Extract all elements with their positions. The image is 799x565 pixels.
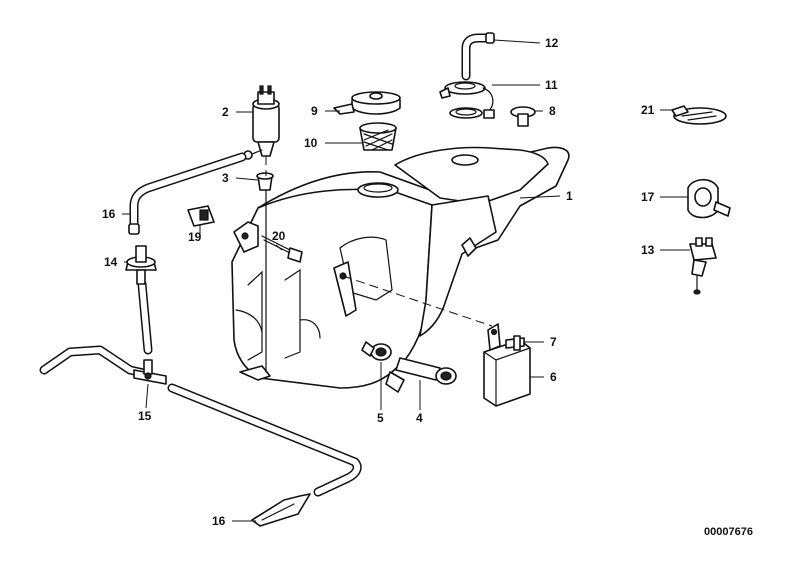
callout-16-lower: 16 (212, 514, 226, 528)
callout-5: 5 (377, 411, 384, 425)
callout-8: 8 (549, 104, 556, 118)
fixing-screw[interactable] (505, 335, 525, 351)
callout-13: 13 (641, 243, 655, 257)
callout-10: 10 (304, 136, 318, 150)
callout-21: 21 (641, 103, 655, 117)
assembly-line (342, 275, 493, 327)
electrical-connector[interactable] (187, 205, 215, 227)
washer-hose-upper[interactable] (128, 152, 247, 235)
level-sensor-cap[interactable] (510, 106, 536, 127)
callout-12: 12 (545, 36, 559, 50)
t-connector[interactable] (133, 359, 167, 385)
drain-plug[interactable] (385, 357, 457, 393)
filler-cap[interactable] (333, 91, 401, 115)
washer-fluid-tank[interactable] (231, 146, 570, 389)
callout-4: 4 (416, 411, 423, 425)
strainer-filter[interactable] (359, 122, 397, 151)
callout-20: 20 (272, 229, 286, 243)
filler-neck-seal[interactable] (439, 81, 495, 119)
pump-grommet[interactable] (256, 172, 274, 191)
hose-clip[interactable] (687, 178, 731, 219)
washer-pump[interactable] (243, 85, 280, 160)
cover-plate[interactable] (671, 105, 727, 125)
document-number: 00007676 (704, 526, 753, 538)
control-unit[interactable] (483, 323, 531, 407)
filler-hose[interactable] (461, 32, 495, 81)
callout-16-upper: 16 (102, 207, 116, 221)
callout-14: 14 (104, 255, 118, 269)
retaining-clip[interactable] (689, 237, 717, 295)
callout-3: 3 (222, 171, 229, 185)
leader-lines (122, 39, 690, 522)
washer-nozzle[interactable] (251, 493, 311, 527)
check-valve[interactable] (125, 245, 157, 285)
callout-17: 17 (641, 190, 655, 204)
callout-7: 7 (550, 335, 557, 349)
callout-15: 15 (138, 409, 152, 423)
level-sensor[interactable] (361, 341, 392, 361)
callout-1: 1 (566, 189, 573, 203)
callout-9: 9 (311, 104, 318, 118)
callout-19: 19 (188, 230, 202, 244)
callout-2: 2 (222, 105, 229, 119)
callout-11: 11 (545, 78, 558, 92)
callout-6: 6 (550, 370, 557, 384)
